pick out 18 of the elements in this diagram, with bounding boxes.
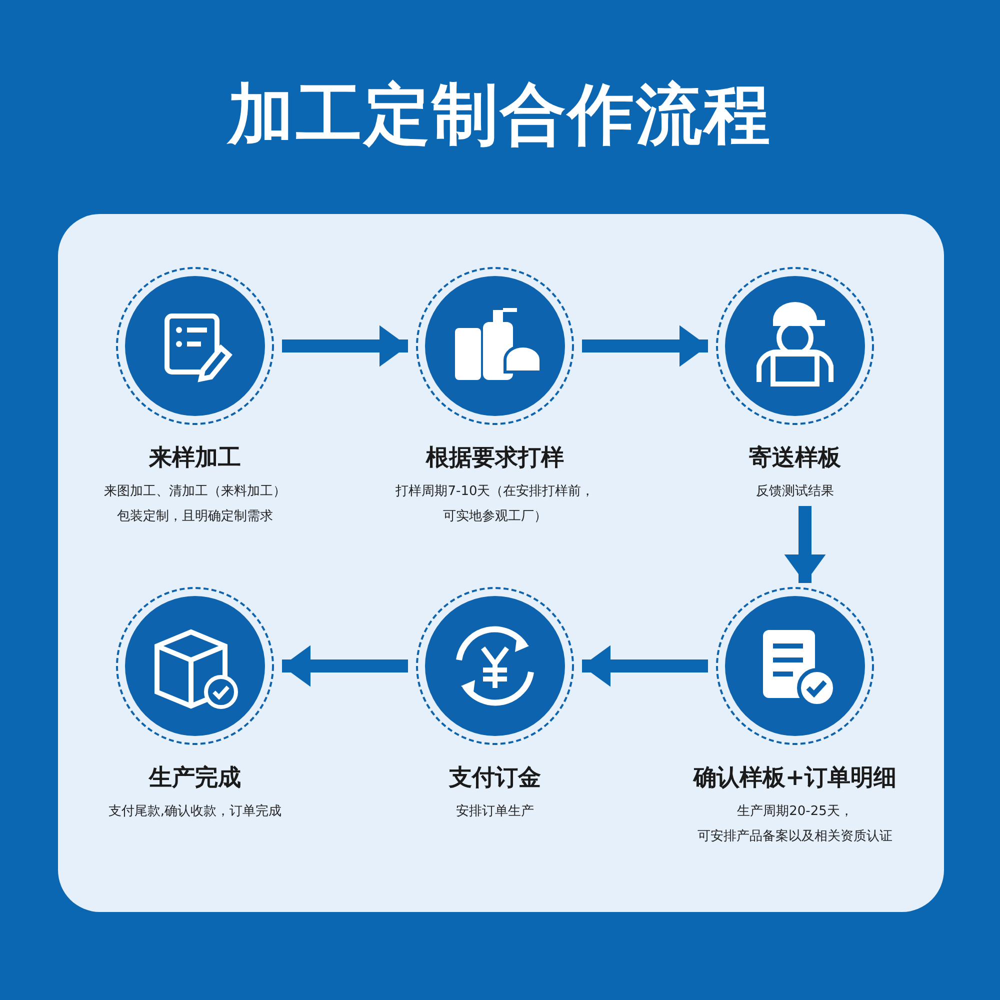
step-title: 来样加工 [149, 444, 241, 473]
step-title: 寄送样板 [749, 444, 841, 473]
step-description: 打样周期7-10天（在安排打样前，可实地参观工厂） [394, 483, 596, 526]
title: 加工定制合作流程 [228, 75, 772, 155]
step-title: 确认样板+订单明细 [693, 764, 897, 793]
step-title: 支付订金 [449, 764, 541, 793]
step-description: 安排订单生产 [455, 803, 535, 821]
step-title: 根据要求打样 [426, 444, 564, 473]
arrow [582, 645, 708, 687]
arrow [784, 506, 826, 583]
arrow [282, 325, 408, 367]
step-description: 来图加工、清加工（来料加工）包装定制，且明确定制需求 [103, 483, 287, 526]
step-description: 支付尾款,确认收款，订单完成 [107, 803, 283, 821]
step-description: 反馈测试结果 [755, 483, 835, 501]
arrow [282, 645, 408, 687]
step-title: 生产完成 [149, 764, 241, 793]
step-description: 生产周期20-25天，可安排产品备案以及相关资质认证 [696, 803, 894, 846]
arrow [582, 325, 708, 367]
